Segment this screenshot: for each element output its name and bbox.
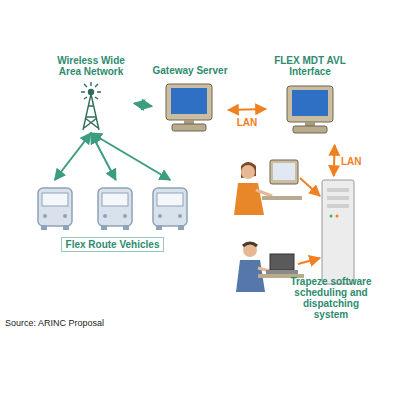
dispatcher-woman-part [273,163,295,180]
bus-icon-part [156,225,162,230]
bus-icon-part [43,214,47,218]
dispatcher-woman [234,160,302,215]
workstation-link-part [298,258,320,264]
dispatcher-man-part [270,254,294,270]
radio-tower-part [89,90,94,95]
bus-icon-part [178,214,182,218]
system-node: Gateway Server [152,65,228,140]
link-arrow [228,109,266,110]
bus-icon-part [98,188,132,226]
bus-icon-part [42,193,68,206]
radio-tower [81,82,101,130]
node-label: Flex Route Vehicles [61,237,165,252]
server-tower-part [327,196,349,200]
flex-computer-part [287,86,333,122]
link-arrow [134,103,152,106]
flex-computer-part [293,126,327,133]
radio-tower-part [83,94,99,130]
bus-icon-part [158,214,162,218]
gateway-computer-part [184,120,194,124]
node-label: Gateway Server [152,65,227,76]
gateway-computer-part [166,84,212,120]
bus-icon-part [41,225,47,230]
server-tower-part [327,204,349,208]
server-tower-part [336,215,339,218]
link-arrow [91,133,170,180]
link-label: LAN [341,155,362,166]
bus-icon-part [178,225,184,230]
bus-icon-part [63,225,69,230]
node-label: Trapeze software scheduling and dispatch… [286,276,376,320]
bus-icon-part [123,225,129,230]
dispatcher-woman-part [241,162,256,178]
dispatcher-man-part [243,243,257,257]
server-tower-part [322,180,354,284]
source-note: Source: ARINC Proposal [5,318,104,328]
bus-icon-part [102,193,128,206]
link-arrow [333,145,336,176]
flex-computer-part [305,122,315,126]
node-label: FLEX MDT AVL Interface [266,55,354,77]
bus-icon-part [101,225,107,230]
server-tower-part [330,215,333,218]
node-label: Wireless Wide Area Network [48,55,134,77]
flex-computer [287,86,333,133]
bus-icon-part [103,214,107,218]
dispatcher-woman-part [256,190,272,196]
link-label: LAN [237,116,258,127]
bus-icon [98,188,132,230]
dispatcher-woman-part [234,183,264,215]
server-tower [322,180,354,284]
link-arrow [91,133,116,180]
server-tower-part [327,188,349,192]
system-node: FLEX MDT AVL Interface [266,55,354,145]
system-node: Flex Route Vehicles [30,180,195,252]
dispatcher-woman-part [262,196,302,200]
bus-icon [38,188,72,230]
system-node: Wireless Wide Area Network [48,55,134,133]
bus-icon [153,188,187,230]
bus-icon-part [123,214,127,218]
flex-computer-part [292,90,328,116]
workstation-link-part [300,178,320,196]
system-node: Trapeze software scheduling and dispatch… [286,176,376,320]
gateway-computer [166,84,212,131]
link-arrow [55,133,91,180]
workstation-link [298,178,320,264]
bus-icon-part [157,193,183,206]
bus-icon-part [63,214,67,218]
bus-icon-part [153,188,187,226]
gateway-computer-part [172,124,206,131]
bus-icon-part [38,188,72,226]
dispatcher-woman-part [270,160,298,184]
radio-tower-part [81,82,101,99]
dispatcher-man-part [243,243,257,246]
gateway-computer-part [171,88,207,114]
dispatcher-man-part [266,270,298,274]
dispatcher-woman-part [241,165,255,179]
